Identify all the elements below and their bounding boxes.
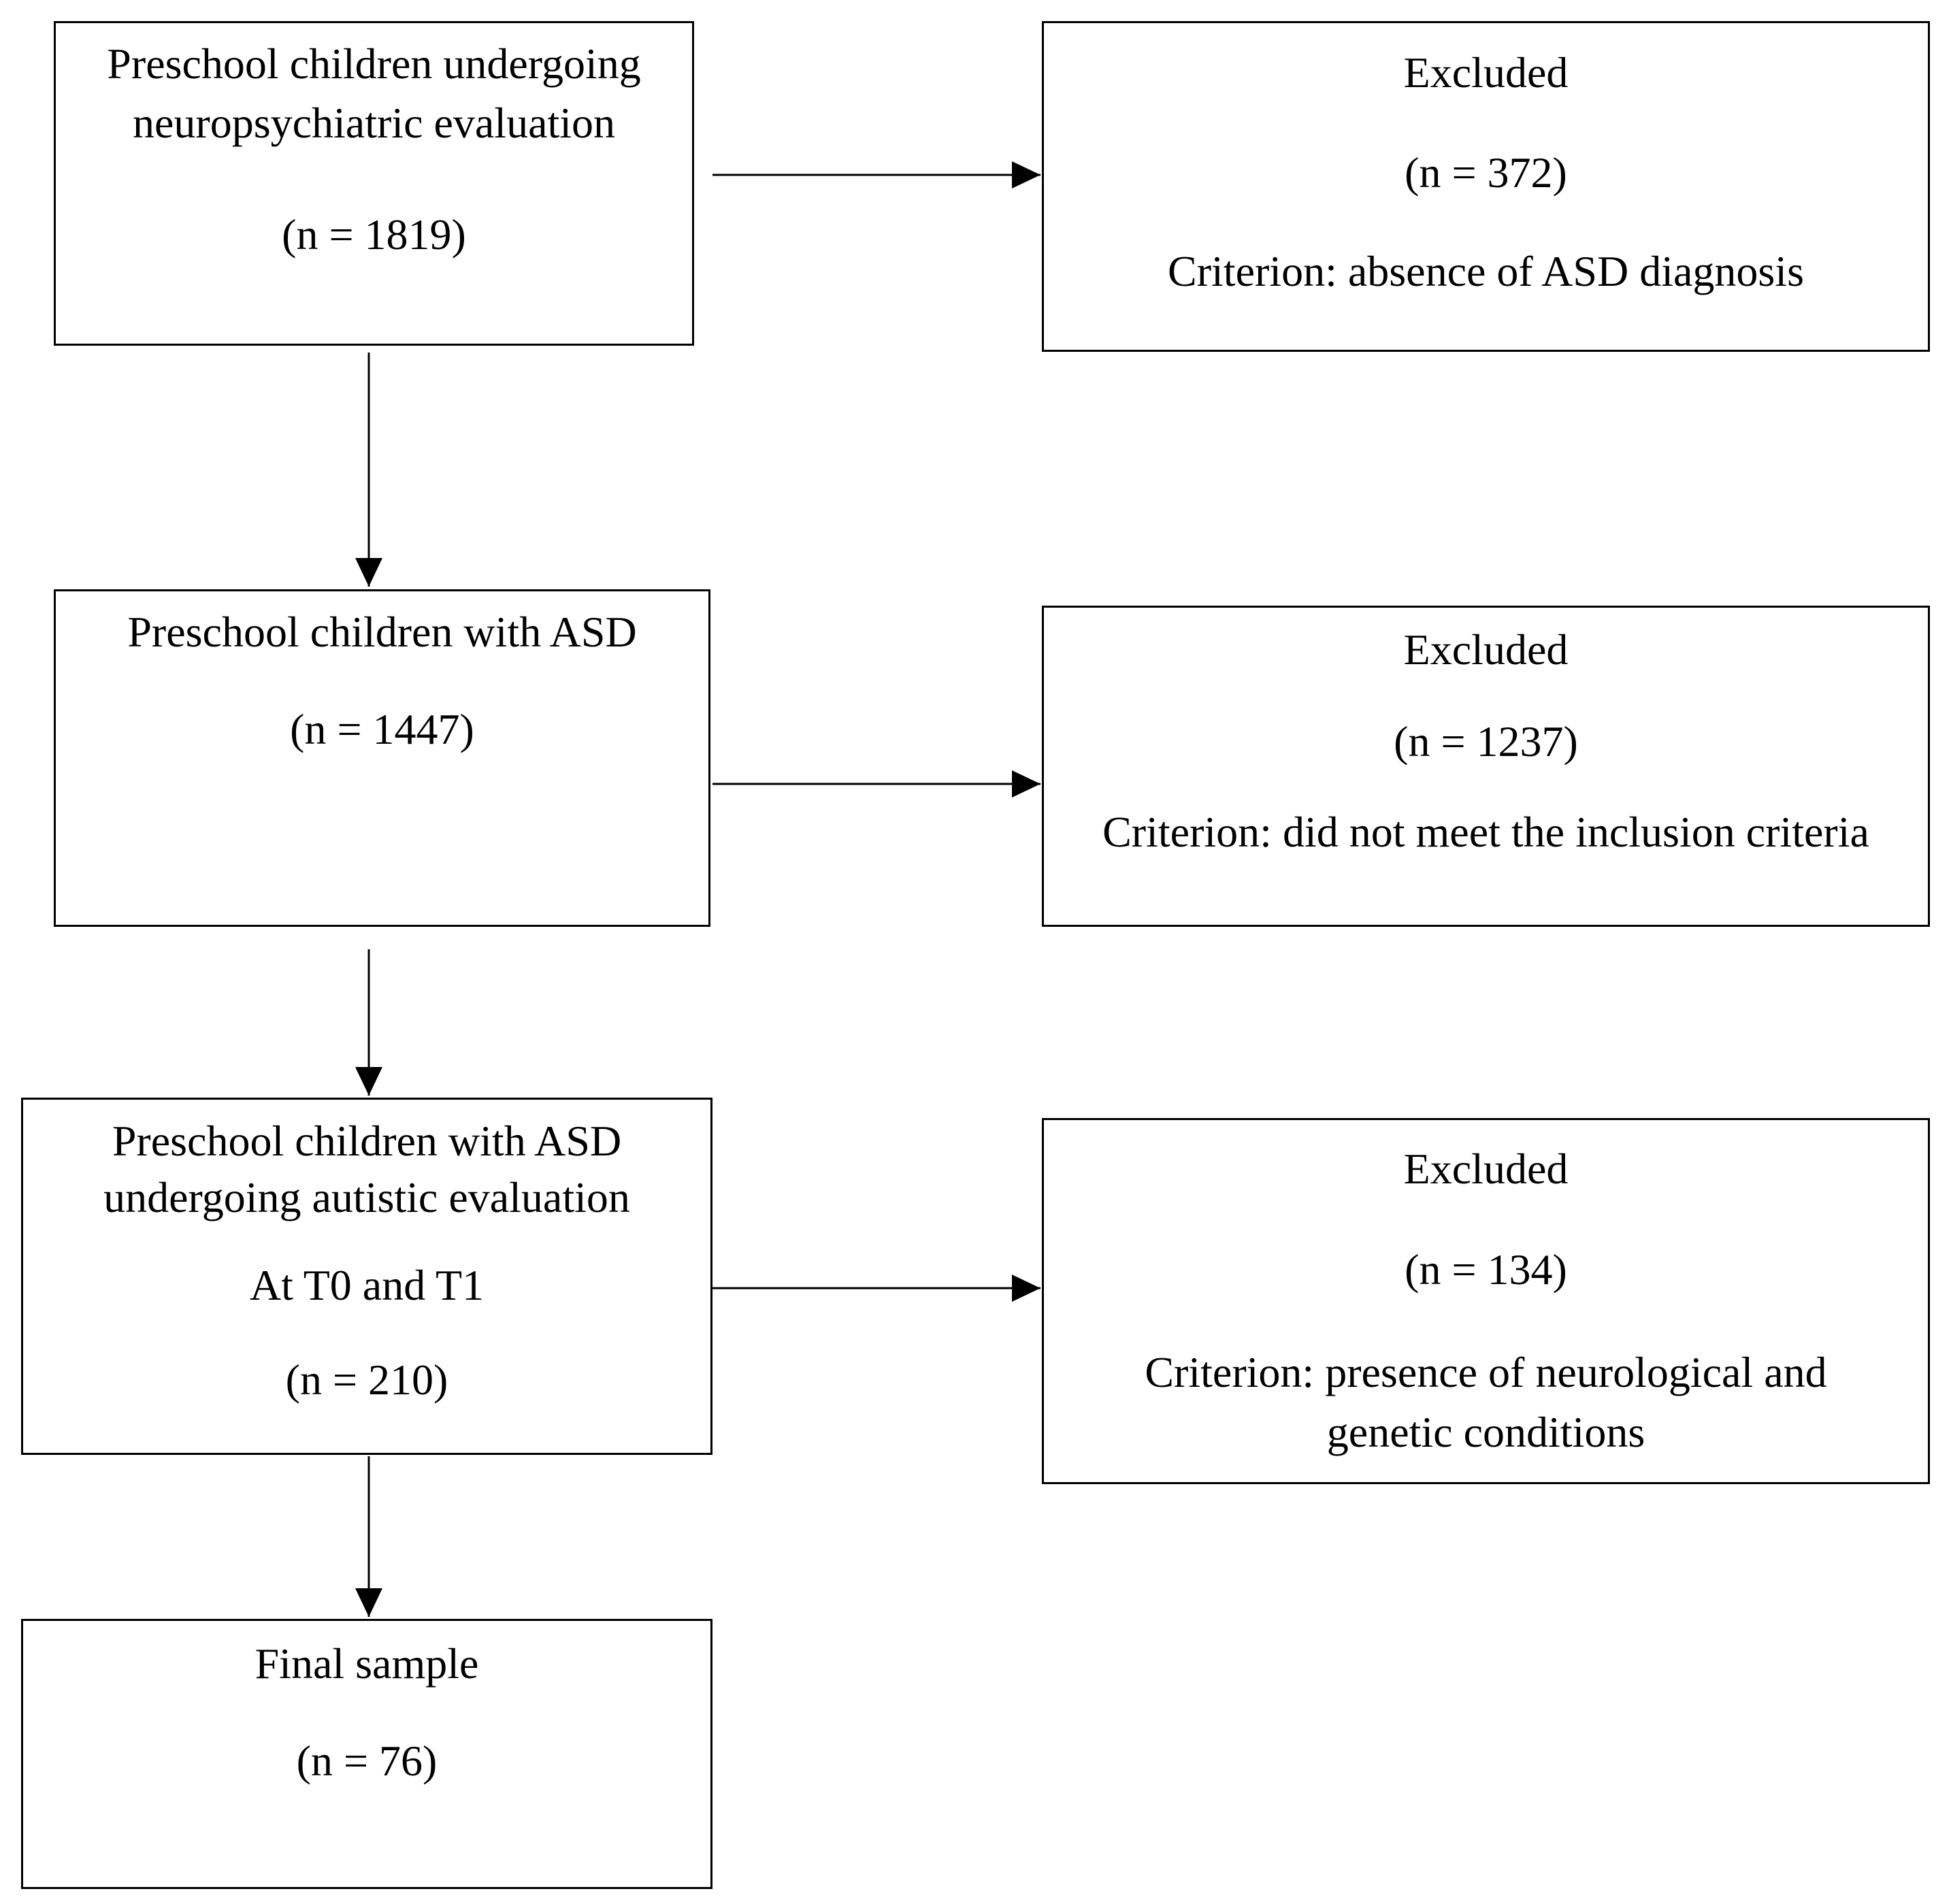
stage-4-count: (n = 76) [296,1737,438,1785]
exclusion-2-count: (n = 1237) [1394,717,1578,766]
stage-1-label-line-1: Preschool children undergoing [107,39,641,88]
stage-2-label-line-1: Preschool children with ASD [127,608,637,656]
exclusion-3-criterion-line-1: Criterion: presence of neurological and [1145,1348,1827,1396]
stage-3-label-line-1: Preschool children with ASD [112,1117,622,1165]
exclusion-1-count: (n = 372) [1405,148,1567,197]
stage-box-children-with-asd: Preschool children with ASD (n = 1447) [54,589,710,927]
exclusion-3-title: Excluded [1403,1145,1569,1193]
exclusion-box-3: Excluded (n = 134) Criterion: presence o… [1042,1118,1930,1484]
exclusion-1-criterion: Criterion: absence of ASD diagnosis [1168,247,1804,295]
stage-3-label-line-2: undergoing autistic evaluation [103,1173,630,1221]
stage-box-final-sample: Final sample (n = 76) [21,1619,712,1889]
exclusion-2-criterion: Criterion: did not meet the inclusion cr… [1102,808,1869,856]
stage-3-count: (n = 210) [285,1356,448,1404]
stage-box-neuropsychiatric-evaluation: Preschool children undergoing neuropsych… [54,21,694,346]
stage-1-count: (n = 1819) [282,210,466,259]
exclusion-box-2: Excluded (n = 1237) Criterion: did not m… [1042,606,1930,927]
exclusion-2-title: Excluded [1403,625,1569,674]
stage-3-label-line-3: At T0 and T1 [249,1261,485,1309]
exclusion-3-count: (n = 134) [1405,1245,1567,1294]
stage-4-label-line-1: Final sample [255,1639,479,1688]
stage-2-count: (n = 1447) [290,705,474,753]
stage-1-label-line-2: neuropsychiatric evaluation [132,99,616,147]
exclusion-box-1: Excluded (n = 372) Criterion: absence of… [1042,21,1930,352]
exclusion-1-title: Excluded [1403,48,1569,97]
exclusion-3-criterion-line-2: genetic conditions [1326,1408,1645,1456]
stage-box-autistic-evaluation: Preschool children with ASD undergoing a… [21,1098,712,1455]
